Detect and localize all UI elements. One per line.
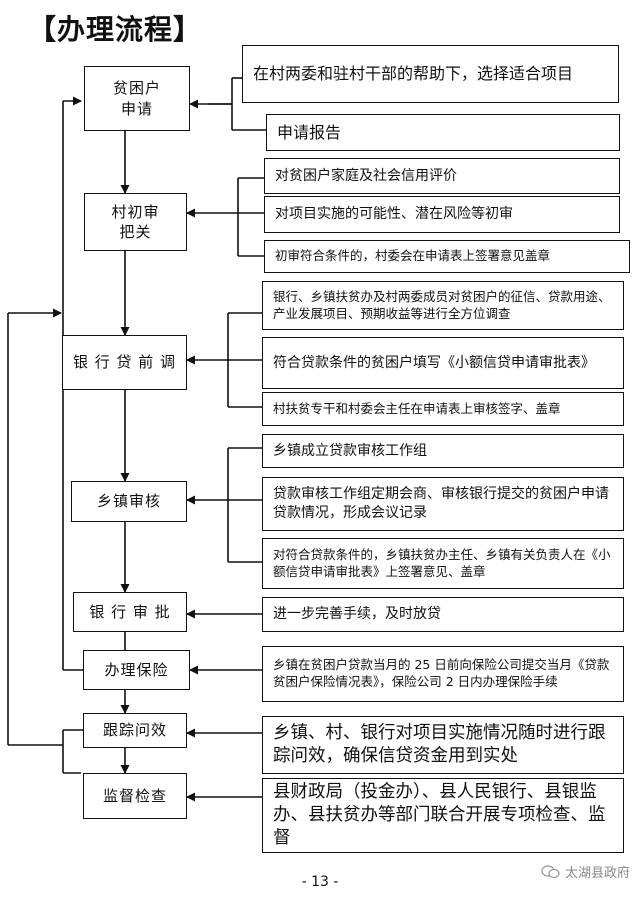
- note-supervision-detail: 县财政局（投金办）、县人民银行、县银监办、县扶贫办等部门联合开展专项检查、监督: [262, 778, 624, 853]
- note-village-seal: 初审符合条件的，村委会在申请表上签署意见盖章: [264, 240, 630, 273]
- note-credit-evaluation: 对贫困户家庭及社会信用评价: [264, 158, 620, 194]
- note-town-workgroup: 乡镇成立贷款审核工作组: [262, 434, 624, 468]
- step-insurance: 办理保险: [83, 650, 190, 690]
- step-bank-approval-label: 银 行 审 批: [89, 602, 171, 621]
- note-sign-seal: 村扶贫专干和村委会主任在申请表上审核签字、盖章: [262, 392, 624, 426]
- wechat-icon: [541, 864, 560, 878]
- step-bank-pre-survey: 银 行 贷 前 调: [62, 335, 187, 390]
- step-tracking: 跟踪问效: [83, 713, 187, 748]
- note-text: 县财政局（投金办）、县人民银行、县银监办、县扶贫办等部门联合开展专项检查、监督: [273, 782, 606, 848]
- step-bank-pre-survey-label: 银 行 贷 前 调: [72, 353, 177, 372]
- note-text: 对项目实施的可能性、潜在风险等初审: [275, 206, 513, 223]
- note-text: 在村两委和驻村干部的帮助下，选择适合项目: [253, 64, 574, 84]
- step-tracking-label: 跟踪问效: [102, 721, 167, 740]
- note-town-sign: 对符合贷款条件的，乡镇扶贫办主任、乡镇有关负责人在《小额信贷申请审批表》上签署意…: [262, 538, 624, 589]
- watermark-text: 太湖县政府: [564, 866, 630, 881]
- note-meeting-record: 贷款审核工作组定期会商、审核银行提交的贫困户申请贷款情况，形成会议记录: [262, 477, 624, 531]
- note-text: 进一步完善手续，及时放贷: [273, 606, 441, 623]
- step-insurance-label: 办理保险: [104, 660, 169, 679]
- page-title: 【办理流程】: [28, 13, 203, 46]
- note-text: 申请报告: [277, 122, 342, 142]
- note-insurance-procedure: 乡镇在贫困户贷款当月的 25 日前向保险公司提交当月《贷款贫困户保险情况表》，保…: [262, 646, 624, 702]
- watermark: 太湖县政府: [541, 862, 630, 881]
- note-text: 乡镇成立贷款审核工作组: [273, 442, 427, 459]
- page-number: - 13 -: [301, 874, 339, 890]
- note-text: 乡镇、村、银行对项目实施情况随时进行跟踪问效，确保信贷资金用到实处: [273, 723, 606, 766]
- note-text: 银行、乡镇扶贫办及村两委成员对贫困户的征信、贷款用途、产业发展项目、预期收益等进…: [273, 288, 611, 321]
- note-risk-review: 对项目实施的可能性、潜在风险等初审: [264, 196, 620, 233]
- step-apply-label: 贫困户 申请: [112, 79, 161, 118]
- step-village-review-label: 村初审 把关: [111, 202, 160, 241]
- step-village-review: 村初审 把关: [84, 193, 187, 251]
- note-apply-select-project: 在村两委和驻村干部的帮助下，选择适合项目: [242, 45, 619, 103]
- note-loan-release: 进一步完善手续，及时放贷: [262, 597, 624, 632]
- note-text: 初审符合条件的，村委会在申请表上签署意见盖章: [275, 248, 551, 264]
- note-fill-form: 符合贷款条件的贫困户填写《小额信贷申请审批表》: [262, 337, 624, 389]
- note-tracking-detail: 乡镇、村、银行对项目实施情况随时进行跟踪问效，确保信贷资金用到实处: [262, 716, 624, 774]
- note-text: 乡镇在贫困户贷款当月的 25 日前向保险公司提交当月《贷款贫困户保险情况表》，保…: [273, 657, 610, 689]
- note-text: 对符合贷款条件的，乡镇扶贫办主任、乡镇有关负责人在《小额信贷申请审批表》上签署意…: [273, 546, 611, 579]
- note-apply-report: 申请报告: [266, 114, 620, 151]
- step-supervision: 监督检查: [83, 773, 187, 819]
- note-text: 村扶贫专干和村委会主任在申请表上审核签字、盖章: [273, 400, 561, 416]
- step-bank-approval: 银 行 审 批: [73, 592, 187, 632]
- note-full-investigation: 银行、乡镇扶贫办及村两委成员对贫困户的征信、贷款用途、产业发展项目、预期收益等进…: [262, 281, 624, 330]
- step-supervision-label: 监督检查: [102, 786, 167, 805]
- step-apply: 贫困户 申请: [84, 66, 190, 131]
- note-text: 贷款审核工作组定期会商、审核银行提交的贫困户申请贷款情况，形成会议记录: [273, 486, 609, 521]
- step-town-review: 乡镇审核: [71, 481, 187, 522]
- note-text: 对贫困户家庭及社会信用评价: [275, 167, 457, 184]
- step-town-review-label: 乡镇审核: [96, 492, 161, 511]
- note-text: 符合贷款条件的贫困户填写《小额信贷申请审批表》: [273, 354, 595, 371]
